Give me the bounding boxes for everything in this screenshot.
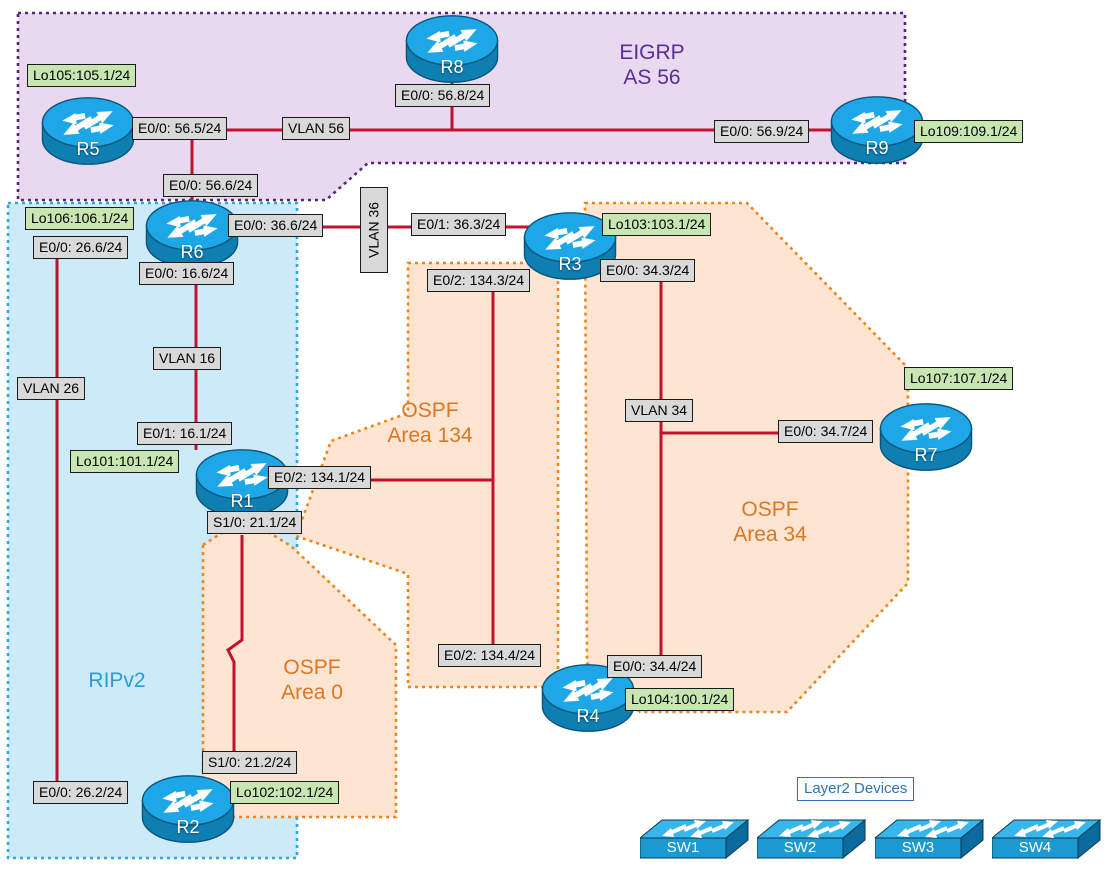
interface-label-vlan-36-vertical: VLAN 36: [360, 187, 388, 273]
loopback-label-lo106-106-1-24: Lo106:106.1/24: [25, 207, 135, 230]
router-name: R6: [180, 242, 204, 262]
interface-label-e0-0-34-4-24: E0/0: 34.4/24: [607, 655, 703, 678]
switch-name: SW2: [783, 839, 817, 856]
interface-label-vlan-26: VLAN 26: [17, 377, 86, 400]
router-r4[interactable]: R4: [540, 661, 636, 735]
interface-label-e0-0-56-9-24: E0/0: 56.9/24: [714, 120, 810, 143]
router-name: R8: [440, 57, 464, 77]
router-r2[interactable]: R2: [140, 772, 236, 846]
interface-label-e0-0-36-6-24: E0/0: 36.6/24: [228, 214, 324, 237]
interface-label-e0-0-34-3-24: E0/0: 34.3/24: [600, 259, 696, 282]
switch-sw3[interactable]: SW3: [875, 810, 987, 860]
interface-label-e0-2-134-1-24: E0/2: 134.1/24: [268, 466, 372, 489]
switch-sw2[interactable]: SW2: [757, 810, 869, 860]
loopback-label-lo103-103-1-24: Lo103:103.1/24: [602, 213, 712, 236]
router-name: R2: [176, 817, 200, 837]
router-r5[interactable]: R5: [40, 94, 136, 168]
interface-label-e0-0-16-6-24: E0/0: 16.6/24: [139, 262, 235, 285]
vlan36-label-text: VLAN 36: [365, 201, 382, 259]
switch-name: SW1: [666, 839, 700, 856]
switch-name: SW3: [901, 839, 935, 856]
switch-name: SW4: [1018, 839, 1052, 856]
router-r7[interactable]: R7: [878, 400, 974, 474]
region-ospf-area-34: [583, 201, 910, 714]
loopback-label-lo105-105-1-24: Lo105:105.1/24: [27, 64, 137, 87]
router-name: R7: [914, 445, 938, 465]
interface-label-e0-0-56-5-24: E0/0: 56.5/24: [132, 117, 228, 140]
router-name: R9: [865, 138, 889, 158]
loopback-label-lo107-107-1-24: Lo107:107.1/24: [904, 367, 1014, 390]
interface-label-e0-1-36-3-24: E0/1: 36.3/24: [411, 213, 507, 236]
loopback-label-lo101-101-1-24: Lo101:101.1/24: [70, 450, 180, 473]
interface-label-e0-2-134-4-24: E0/2: 134.4/24: [438, 644, 542, 667]
router-r1[interactable]: R1: [194, 446, 290, 520]
router-r9[interactable]: R9: [829, 93, 925, 167]
router-r6[interactable]: R6: [144, 197, 240, 271]
layer2-devices-legend: Layer2 Devices: [797, 777, 915, 801]
interface-label-s1-0-21-2-24: S1/0: 21.2/24: [202, 751, 298, 774]
switch-sw4[interactable]: SW4: [992, 810, 1104, 860]
interface-label-vlan-16: VLAN 16: [153, 347, 222, 370]
router-name: R5: [76, 139, 100, 159]
interface-label-e0-1-16-1-24: E0/1: 16.1/24: [137, 422, 233, 445]
loopback-label-lo102-102-1-24: Lo102:102.1/24: [230, 781, 340, 804]
interface-label-e0-0-56-6-24: E0/0: 56.6/24: [163, 174, 259, 197]
loopback-label-lo109-109-1-24: Lo109:109.1/24: [914, 120, 1024, 143]
router-name: R1: [230, 491, 254, 511]
router-r8[interactable]: R8: [404, 12, 500, 86]
interface-label-e0-0-34-7-24: E0/0: 34.7/24: [778, 420, 874, 443]
router-r3[interactable]: R3: [522, 209, 618, 283]
interface-label-vlan-56: VLAN 56: [282, 117, 351, 140]
interface-label-vlan-34: VLAN 34: [625, 399, 694, 422]
interface-label-e0-0-26-6-24: E0/0: 26.6/24: [33, 236, 129, 259]
loopback-label-lo104-100-1-24: Lo104:100.1/24: [625, 688, 735, 711]
interface-label-s1-0-21-1-24: S1/0: 21.1/24: [207, 511, 303, 534]
link-r1-r2-serial-link: [226, 535, 244, 755]
interface-label-e0-0-26-2-24: E0/0: 26.2/24: [33, 781, 129, 804]
router-name: R3: [558, 254, 582, 274]
interface-label-e0-0-56-8-24: E0/0: 56.8/24: [395, 84, 491, 107]
switch-sw1[interactable]: SW1: [640, 810, 752, 860]
router-name: R4: [576, 706, 600, 726]
interface-label-e0-2-134-3-24: E0/2: 134.3/24: [427, 269, 531, 292]
